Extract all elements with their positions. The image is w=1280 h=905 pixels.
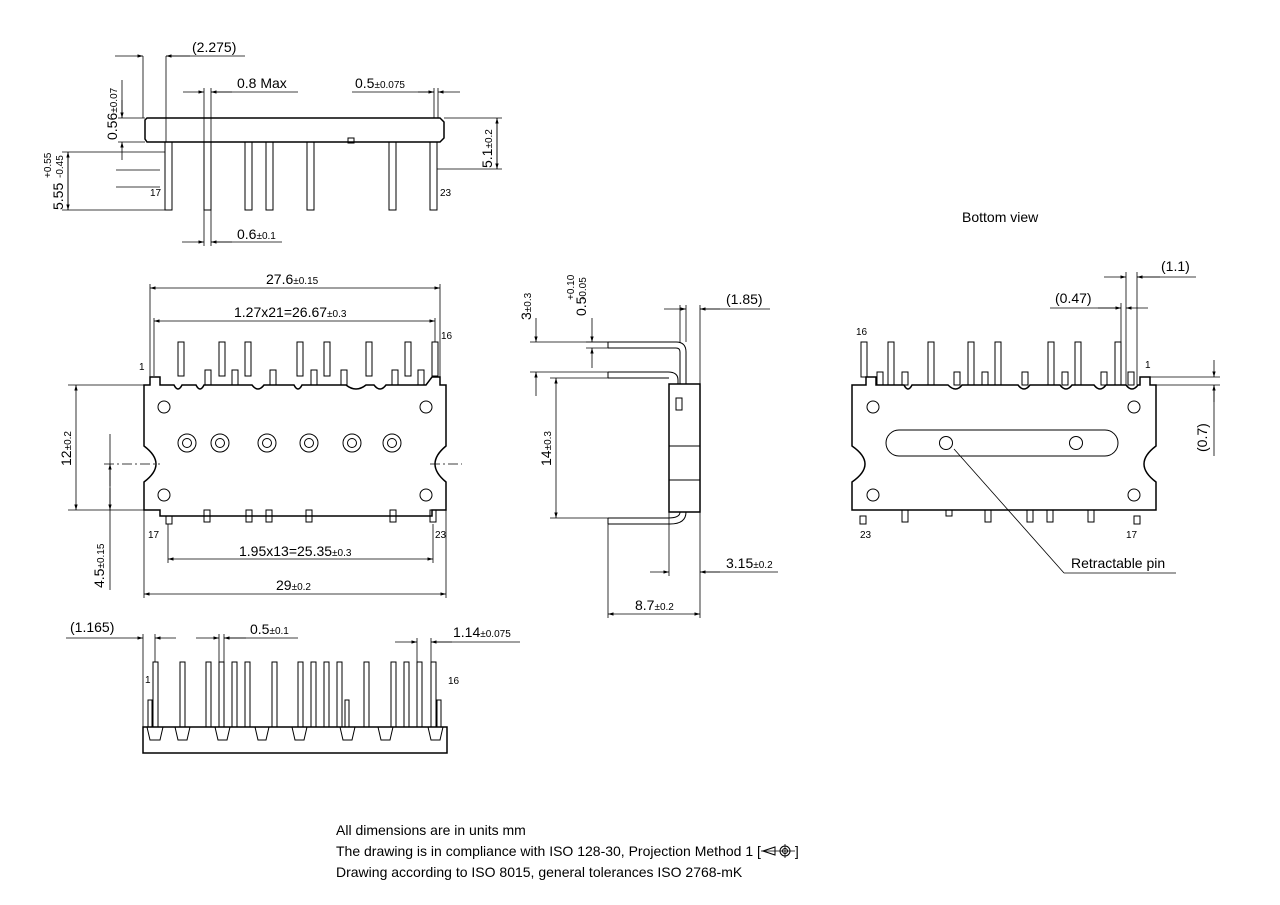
- dim-05-strip-label: 0.5±0.1: [250, 621, 289, 637]
- dim-555-tol-plus: +0.55: [43, 152, 54, 178]
- note-projection: The drawing is in compliance with ISO 12…: [336, 843, 799, 859]
- retractable-pin-slot: [885, 429, 1119, 457]
- bottom-view-holes: [866, 400, 1141, 502]
- dim-06-label: 0.6±0.1: [237, 226, 276, 242]
- bv-pin-label-23: 23: [860, 530, 872, 541]
- side-top-lead: [608, 341, 687, 384]
- dim-05-side-tol-plus: +0.10: [566, 274, 577, 300]
- pin-label-17: 17: [148, 530, 160, 541]
- dim-12-label: 12±0.2: [58, 431, 74, 466]
- dim-3-label: 3±0.3: [518, 292, 534, 320]
- dim-29-label: 29±0.2: [276, 577, 311, 593]
- note-iso: Drawing according to ISO 8015, general t…: [336, 864, 743, 880]
- dim-114-label: 1.14±0.075: [453, 624, 511, 640]
- dim-555-tol-minus: -0.45: [55, 155, 66, 178]
- side-view: 3±0.3 0.5 +0.10 -0.05 (1.85) 14±0.3: [518, 274, 778, 618]
- dim-05-side-label: 0.5: [573, 296, 589, 316]
- pin-label-23: 23: [435, 530, 447, 541]
- retractable-pin-leader: [953, 448, 1065, 574]
- dim-315-label: 3.15±0.2: [726, 555, 773, 571]
- dim-127x21-label: 1.27x21=26.67±0.3: [234, 304, 347, 320]
- side-bottom-lead: [608, 511, 687, 525]
- mounting-holes: [157, 400, 433, 502]
- dim-07-label: (0.7): [1194, 423, 1210, 452]
- pin-label-23: 23: [440, 188, 452, 199]
- dim-2275-label: (2.275): [192, 39, 236, 55]
- dim-185-label: (1.85): [726, 291, 763, 307]
- top-view-pins: [164, 141, 438, 211]
- dim-276-label: 27.6±0.15: [266, 271, 319, 287]
- bottom-view-title: Bottom view: [962, 209, 1039, 225]
- strip-pin-label-16: 16: [448, 676, 460, 687]
- retractable-pin-label: Retractable pin: [1071, 555, 1165, 571]
- bottom-view-top-pins: [860, 341, 1135, 386]
- bottom-view-bottom-pins: [859, 509, 1141, 525]
- slot-pin: [1069, 436, 1083, 450]
- dim-45-label: 4.5±0.15: [91, 543, 107, 588]
- module-body-outline: [143, 376, 447, 517]
- dim-195x13-label: 1.95x13=25.35±0.3: [239, 543, 352, 559]
- pin-label-1: 1: [139, 362, 145, 373]
- dim-87-label: 8.7±0.2: [635, 597, 674, 613]
- dim-056-label: 0.56±0.07: [104, 87, 120, 140]
- bottom-view-body: [851, 376, 1157, 511]
- dim-08max-label: 0.8 Max: [237, 75, 287, 91]
- dim-05-side-tol-minus: -0.05: [578, 277, 589, 300]
- front-view: 27.6±0.15 1.27x21=26.67±0.3 12±0.2 4.5±0…: [58, 271, 462, 598]
- strip-pins: [147, 661, 442, 728]
- pin-sockets: [177, 433, 402, 453]
- side-mid-lead: [608, 371, 679, 384]
- bv-pin-label-1: 1: [1145, 360, 1151, 371]
- bv-pin-label-17: 17: [1126, 530, 1138, 541]
- retractable-pin: [939, 436, 953, 450]
- module-body-side: [144, 117, 445, 143]
- note-units: All dimensions are in units mm: [336, 822, 526, 838]
- dim-555-label: 5.55: [50, 183, 66, 210]
- strip-pin-label-1: 1: [145, 675, 151, 686]
- dim-047-label: (0.47): [1055, 290, 1092, 306]
- dim-14-label: 14±0.3: [538, 431, 554, 466]
- body-notch: [347, 137, 355, 144]
- front-view-top-pins: [177, 341, 439, 386]
- pin-label-17: 17: [150, 188, 162, 199]
- projection-symbol-icon: [760, 844, 795, 858]
- top-view: (2.275) 0.8 Max 0.5±0.075 0.56±0.07: [43, 39, 502, 246]
- strip-teeth: [146, 726, 444, 741]
- dim-1165-label: (1.165): [70, 619, 114, 635]
- front-view-bottom-pins: [165, 509, 437, 525]
- pin-label-16: 16: [441, 331, 453, 342]
- bottom-view: Bottom view: [851, 209, 1220, 574]
- bv-pin-label-16: 16: [856, 327, 868, 338]
- drawing-notes: All dimensions are in units mm The drawi…: [336, 820, 799, 883]
- dim-11-label: (1.1): [1161, 258, 1190, 274]
- dim-05-075-label: 0.5±0.075: [355, 75, 405, 91]
- dim-51-label: 5.1±0.2: [479, 129, 495, 168]
- bottom-strip-view: (1.165) 0.5±0.1 1.14±0.075 1 16: [66, 619, 520, 754]
- side-body: [668, 383, 701, 513]
